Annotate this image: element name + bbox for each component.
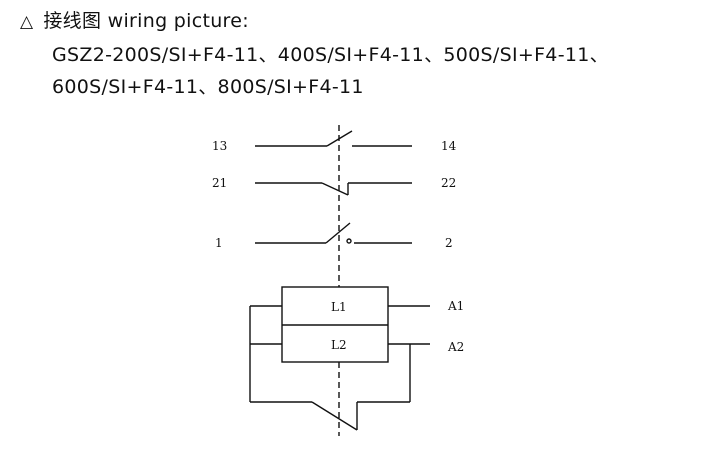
contact-21-22 [255,182,412,196]
terminal-14-label: 14 [441,139,457,153]
contact-13-14 [255,130,412,147]
model-list-line-2: 600S/SI+F4-11、800S/SI+F4-11 [52,76,364,98]
terminal-21-label: 21 [212,176,227,190]
coil-l1-label: L1 [331,300,347,314]
model-list-line-1: GSZ2-200S/SI+F4-11、400S/SI+F4-11、500S/SI… [52,44,609,66]
coil-wiring-right [357,344,411,403]
auxiliary-bottom-contact [311,401,358,431]
main-contact-1-2 [255,222,412,244]
terminal-13-label: 13 [212,139,227,153]
header-title-line: △ 接线图 wiring picture: [20,6,249,33]
terminal-2-label: 2 [445,236,453,250]
terminal-a2-label: A2 [447,340,464,354]
terminal-a1-label: A1 [447,299,464,313]
terminal-1-label: 1 [215,236,223,250]
terminal-22-label: 22 [441,176,456,190]
header-title: 接线图 wiring picture: [43,10,249,32]
coil-wiring-left [249,305,312,403]
coil-block: L1 L2 [281,286,430,363]
coil-l2-label: L2 [331,338,347,352]
triangle-icon: △ [20,12,34,32]
